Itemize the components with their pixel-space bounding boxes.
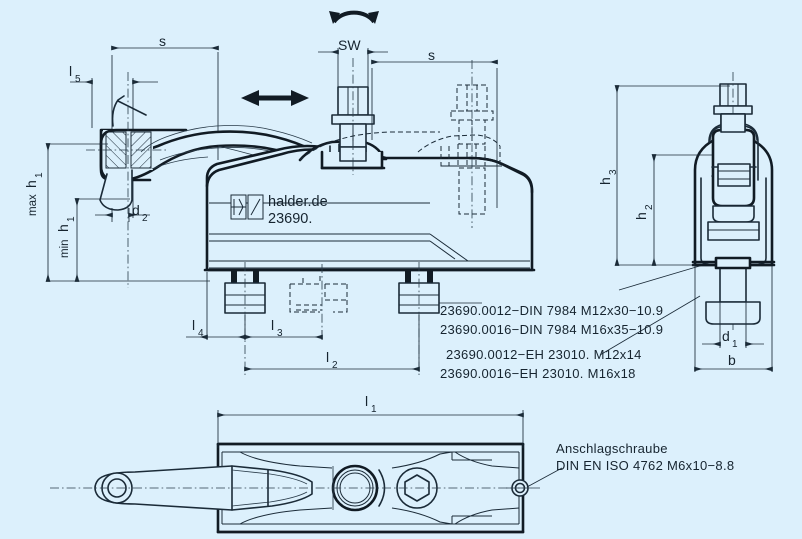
callout-stop-screw-title: Anschlagschraube bbox=[556, 441, 668, 456]
label-b: b bbox=[728, 352, 736, 368]
dimension-d1 bbox=[702, 302, 764, 348]
svg-text:5: 5 bbox=[75, 74, 81, 85]
dimension-d2 bbox=[95, 208, 150, 222]
dimension-l1 bbox=[217, 410, 524, 448]
svg-text:1: 1 bbox=[34, 172, 45, 178]
svg-text:3: 3 bbox=[277, 328, 283, 339]
label-max-h1: max h 1 bbox=[23, 172, 45, 216]
center-stud bbox=[331, 58, 375, 175]
dimension-b bbox=[694, 266, 773, 372]
svg-text:max: max bbox=[27, 194, 39, 216]
ghost-stud-position bbox=[299, 59, 502, 228]
svg-text:1: 1 bbox=[66, 216, 77, 222]
rotation-arrow-icon bbox=[329, 10, 379, 24]
plan-view bbox=[50, 410, 563, 534]
dimension-sw bbox=[318, 48, 388, 92]
logo-brand: halder.de bbox=[268, 194, 328, 210]
stop-screw-leader bbox=[526, 467, 563, 488]
callout-leaders bbox=[439, 264, 704, 356]
svg-text:l: l bbox=[69, 63, 72, 79]
main-side-view bbox=[45, 10, 704, 375]
svg-text:h: h bbox=[55, 224, 71, 232]
center-bolt-hidden bbox=[289, 264, 348, 330]
label-s-right: s bbox=[428, 47, 435, 63]
tslot-bolt-right bbox=[398, 262, 440, 375]
end-view-tbolt bbox=[705, 256, 761, 325]
label-d1: d 1 bbox=[722, 328, 738, 350]
label-h3: h 3 bbox=[597, 169, 619, 185]
svg-text:l: l bbox=[326, 349, 329, 365]
svg-text:4: 4 bbox=[198, 328, 204, 339]
svg-text:h: h bbox=[23, 180, 39, 188]
label-sw: SW bbox=[338, 37, 361, 53]
svg-text:3: 3 bbox=[608, 169, 619, 175]
svg-text:2: 2 bbox=[644, 204, 655, 210]
clamp-body bbox=[203, 144, 536, 272]
svg-text:h: h bbox=[597, 177, 613, 185]
double-arrow-icon bbox=[241, 90, 309, 106]
logo-part-number: 23690. bbox=[268, 211, 312, 227]
end-view bbox=[614, 72, 776, 372]
svg-text:2: 2 bbox=[142, 213, 148, 224]
dimension-l3 bbox=[244, 330, 323, 340]
label-l5: l 5 bbox=[69, 63, 81, 85]
dimension-min-h1 bbox=[74, 198, 130, 282]
label-l1: l 1 bbox=[365, 393, 377, 415]
svg-text:min: min bbox=[59, 239, 71, 258]
label-l2: l 2 bbox=[326, 349, 338, 371]
label-s-left: s bbox=[159, 33, 166, 49]
callout-screw-eh-1: 23690.0012−EH 23010. M12x14 bbox=[446, 347, 642, 362]
label-min-h1: min h 1 bbox=[55, 216, 77, 258]
svg-text:h: h bbox=[633, 212, 649, 220]
svg-text:l: l bbox=[192, 317, 195, 333]
dimension-l2 bbox=[244, 315, 420, 372]
svg-text:l: l bbox=[365, 393, 368, 409]
svg-text:1: 1 bbox=[732, 339, 738, 350]
dimension-h2 bbox=[651, 154, 712, 266]
label-h2: h 2 bbox=[633, 204, 655, 220]
svg-text:d: d bbox=[722, 328, 730, 344]
svg-text:l: l bbox=[271, 317, 274, 333]
halder-logo bbox=[230, 194, 264, 220]
callout-stop-screw-spec: DIN EN ISO 4762 M6x10−8.8 bbox=[556, 458, 734, 473]
svg-text:d: d bbox=[132, 202, 140, 218]
label-d2: d 2 bbox=[132, 202, 148, 224]
end-view-body bbox=[691, 113, 776, 267]
callout-screw-din-2: 23690.0016−DIN 7984 M16x35−10.9 bbox=[440, 322, 663, 337]
svg-text:2: 2 bbox=[332, 360, 338, 371]
svg-text:1: 1 bbox=[371, 404, 377, 415]
label-l3: l 3 bbox=[271, 317, 283, 339]
callout-screw-din-1: 23690.0012−DIN 7984 M12x30−10.9 bbox=[440, 303, 663, 318]
callout-screw-eh-2: 23690.0016−EH 23010. M16x18 bbox=[440, 366, 636, 381]
label-l4: l 4 bbox=[192, 317, 204, 339]
